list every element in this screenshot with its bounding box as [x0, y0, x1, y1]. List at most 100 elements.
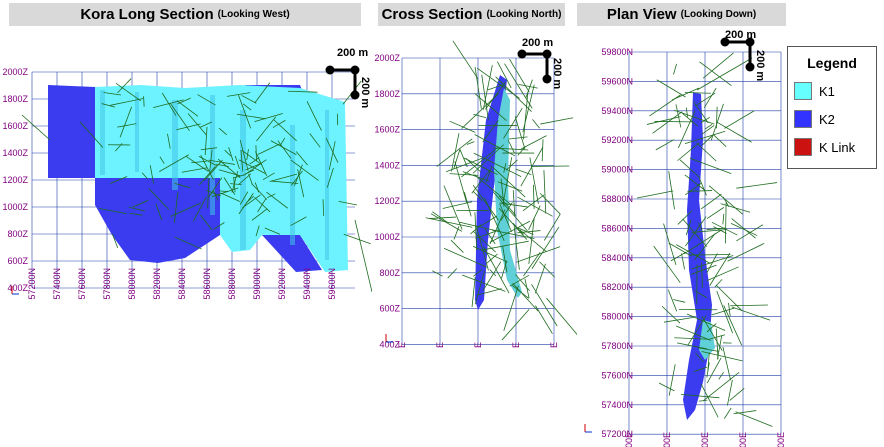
- drillhole-trace: [174, 236, 202, 250]
- drillhole-trace: [708, 185, 743, 215]
- drillhole-trace: [702, 371, 740, 402]
- drillhole-trace: [661, 305, 681, 324]
- elevation-tick-label: 1600Z: [374, 125, 400, 135]
- drillhole-trace: [693, 366, 708, 373]
- drillhole-trace: [450, 239, 464, 253]
- coordinate-tick-label: 58400N: [177, 268, 187, 300]
- elevation-tick-label: 57400N: [601, 400, 633, 410]
- drillhole-trace: [204, 159, 223, 181]
- drillhole-trace: [251, 183, 268, 200]
- scale-bar-horizontal-label: 200 m: [337, 47, 368, 59]
- drillhole-trace: [525, 79, 533, 98]
- drillhole-trace: [535, 305, 553, 335]
- drillhole-trace: [185, 156, 209, 172]
- long-section-view: 2000Z1800Z1600Z1400Z1200Z1000Z800Z600Z40…: [2, 47, 372, 300]
- drillhole-trace: [322, 199, 325, 216]
- coordinate-tick-label: 59200N: [277, 268, 287, 300]
- drillhole-trace: [652, 111, 683, 134]
- drillhole-trace: [117, 123, 137, 128]
- elevation-tick-label: 2000Z: [374, 53, 400, 63]
- drillhole-trace: [149, 165, 154, 184]
- drillhole-trace: [681, 253, 685, 270]
- drillhole-trace: [695, 352, 704, 363]
- drillhole-trace: [474, 174, 512, 206]
- drillhole-trace: [687, 315, 707, 346]
- plan-view-origin-axes: [584, 424, 592, 433]
- drillhole-trace: [472, 245, 508, 263]
- drillhole-trace: [254, 197, 271, 213]
- drillhole-trace: [663, 223, 677, 266]
- drillhole-trace: [224, 149, 232, 157]
- drillhole-trace: [463, 157, 498, 175]
- elevation-tick-label: 59800N: [601, 47, 633, 57]
- long-section-title-bar: Kora Long Section (Looking West): [9, 3, 361, 26]
- drillhole-trace: [524, 278, 530, 299]
- long-section-drillholes: [21, 78, 372, 293]
- drillhole-trace: [198, 166, 216, 186]
- drillhole-trace: [498, 207, 528, 240]
- drillhole-trace: [534, 263, 546, 294]
- drillhole-trace: [474, 67, 482, 109]
- drillhole-trace: [436, 138, 473, 167]
- drillhole-trace: [241, 150, 263, 166]
- drillhole-trace: [476, 288, 502, 296]
- drillhole-trace: [432, 270, 443, 277]
- drillhole-trace: [679, 159, 699, 178]
- drillhole-trace: [485, 165, 493, 183]
- drillhole-trace: [706, 227, 726, 230]
- drillhole-trace: [653, 245, 681, 283]
- coordinate-tick-label: 57400N: [52, 268, 62, 300]
- drillhole-trace: [476, 67, 520, 99]
- elevation-tick-label: 1200Z: [374, 196, 400, 206]
- drillhole-trace: [519, 229, 547, 252]
- drillhole-trace: [119, 106, 133, 138]
- drillhole-trace: [523, 92, 529, 140]
- drillhole-trace: [683, 229, 722, 255]
- drillhole-trace: [500, 178, 505, 207]
- drillhole-trace: [709, 334, 726, 340]
- drillhole-trace: [693, 101, 709, 124]
- elevation-tick-label: 1600Z: [2, 121, 28, 131]
- drillhole-trace: [540, 117, 574, 125]
- scale-bar: 200 m 200 m: [720, 30, 766, 81]
- drillhole-trace: [306, 101, 322, 131]
- drillhole-trace: [482, 120, 499, 143]
- drillhole-trace: [338, 200, 357, 206]
- drillhole-trace: [518, 83, 538, 89]
- drillhole-trace: [517, 146, 526, 156]
- drillhole-trace: [716, 291, 734, 334]
- drillhole-trace: [709, 252, 731, 286]
- drillhole-trace: [343, 233, 371, 245]
- drillhole-trace: [262, 172, 275, 181]
- drillhole-trace: [667, 289, 678, 312]
- drillhole-trace: [646, 116, 681, 125]
- drillhole-trace: [677, 142, 700, 161]
- drillhole-trace: [112, 233, 119, 248]
- drillhole-trace: [176, 100, 199, 117]
- coordinate-tick-label: 58200N: [152, 268, 162, 300]
- drillhole-trace: [706, 266, 739, 282]
- drillhole-trace: [326, 167, 334, 188]
- drillhole-trace: [730, 222, 758, 236]
- drillhole-trace: [99, 208, 127, 214]
- drillhole-trace: [470, 224, 482, 235]
- drillhole-trace: [690, 264, 717, 275]
- drillhole-trace: [176, 123, 201, 131]
- drillhole-trace: [482, 261, 502, 291]
- drillhole-trace: [249, 157, 260, 165]
- drillhole-trace: [703, 87, 717, 109]
- drillhole-trace: [676, 244, 711, 264]
- drillhole-trace: [671, 87, 700, 101]
- drillhole-trace: [173, 192, 179, 223]
- coordinate-tick-label: 59400N: [302, 268, 312, 300]
- drillhole-trace: [523, 252, 541, 277]
- elevation-tick-label: 800Z: [7, 229, 28, 239]
- drillhole-trace: [704, 124, 713, 130]
- drillhole-trace: [504, 63, 533, 109]
- elevation-tick-label: 58200N: [601, 282, 633, 292]
- drillhole-trace: [514, 116, 526, 150]
- drillhole-trace: [736, 182, 778, 189]
- coordinate-tick-label: 29800E: [700, 432, 710, 447]
- drillhole-trace: [79, 121, 104, 148]
